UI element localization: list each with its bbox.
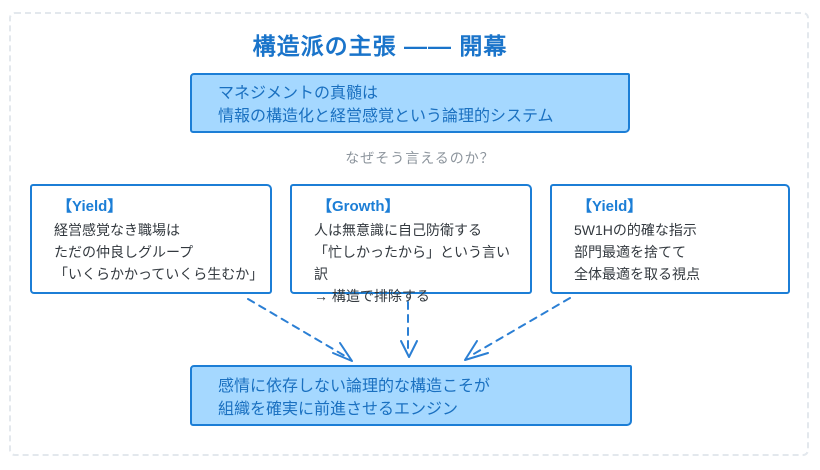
- reason-2-line-3: → 構造で排除する: [314, 288, 430, 304]
- reason-3-tag: 【Yield】: [577, 198, 643, 215]
- conclusion-box: 感情に依存しない論理的な構造こそが 組織を確実に前進させるエンジン: [190, 365, 632, 426]
- reason-1-line-3: 「いくらかかっていくら生むか」: [54, 266, 264, 282]
- reason-1-line-1: 経営感覚なき職場は: [54, 222, 180, 238]
- diagram-title: 構造派の主張 —— 開幕: [252, 33, 508, 59]
- thesis-line-2: 情報の構造化と経営感覚という論理的システム: [218, 108, 554, 125]
- thesis-box: マネジメントの真髄は 情報の構造化と経営感覚という論理的システム: [190, 73, 630, 133]
- question-text: なぜそう言えるのか？: [345, 150, 495, 166]
- thesis-line-1: マネジメントの真髄は: [218, 85, 379, 102]
- reason-box-2: 【Growth】 人は無意識に自己防衛する 「忙しかったから」という言い訳 → …: [290, 184, 532, 304]
- reason-3-line-1: 5W1Hの的確な指示: [574, 222, 697, 238]
- reason-2-line-2: 「忙しかったから」という言い訳: [314, 244, 510, 282]
- reason-box-3: 【Yield】 5W1Hの的確な指示 部門最適を捨てて 全体最適を取る視点: [550, 184, 790, 294]
- frame-dashed-border: [9, 12, 809, 456]
- reason-3-line-2: 部門最適を捨てて: [574, 244, 686, 260]
- reason-1-line-2: ただの仲良しグループ: [54, 244, 194, 260]
- reason-box-1: 【Yield】 経営感覚なき職場は ただの仲良しグループ 「いくらかかっていくら…: [30, 184, 272, 294]
- conclusion-line-1: 感情に依存しない論理的な構造こそが: [218, 378, 491, 395]
- reason-2-line-1: 人は無意識に自己防衛する: [314, 222, 482, 238]
- reason-2-tag: 【Growth】: [317, 198, 400, 215]
- reason-3-line-3: 全体最適を取る視点: [574, 266, 700, 282]
- conclusion-line-2: 組織を確実に前進させるエンジン: [218, 401, 459, 418]
- reason-1-tag: 【Yield】: [57, 198, 123, 215]
